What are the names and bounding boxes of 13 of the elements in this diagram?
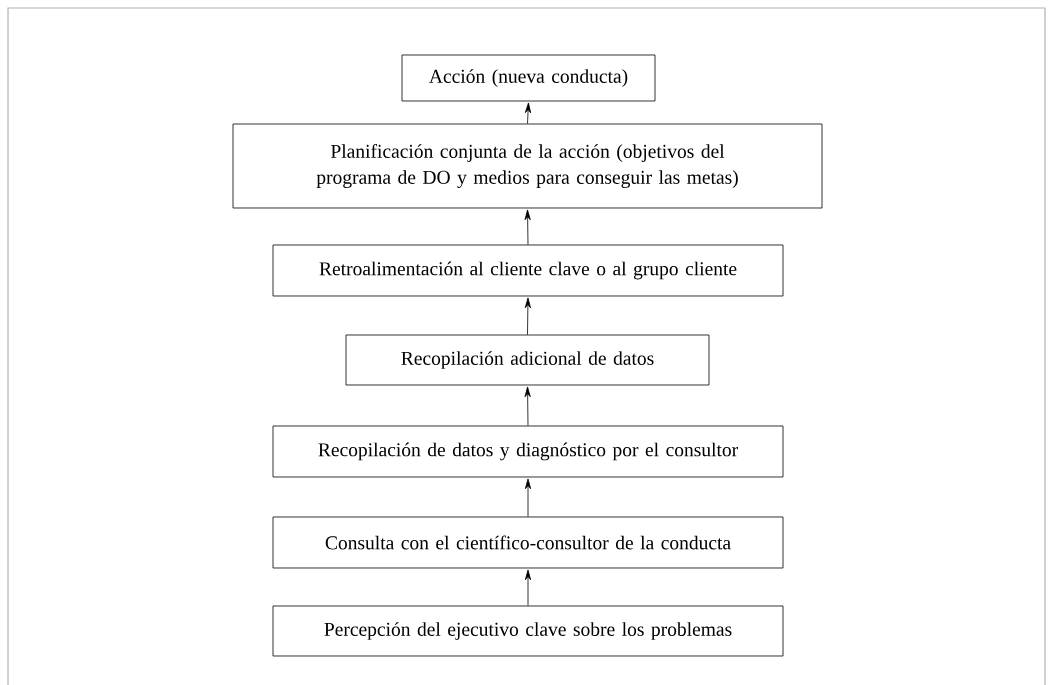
process-box: Planificación conjunta de la acción (objetivos del programa de DO y medios para conseguir las metas) xyxy=(232,123,823,209)
process-box: Recopilación adicional de datos xyxy=(345,334,710,386)
arrow xyxy=(524,297,531,335)
arrow xyxy=(524,386,531,426)
process-box: Recopilación de datos y diagnóstico por el consultor xyxy=(272,425,784,478)
arrow xyxy=(524,478,532,517)
process-box: Percepción del ejecutivo clave sobre los problemas xyxy=(272,605,784,657)
process-box: Retroalimentación al cliente clave o al grupo cliente xyxy=(272,244,784,297)
arrow xyxy=(524,209,531,245)
process-box: Consulta con el científico-consultor de la conducta xyxy=(272,516,784,569)
arrow xyxy=(524,569,532,606)
arrow xyxy=(524,102,532,124)
process-box: Acción (nueva conducta) xyxy=(401,54,656,102)
